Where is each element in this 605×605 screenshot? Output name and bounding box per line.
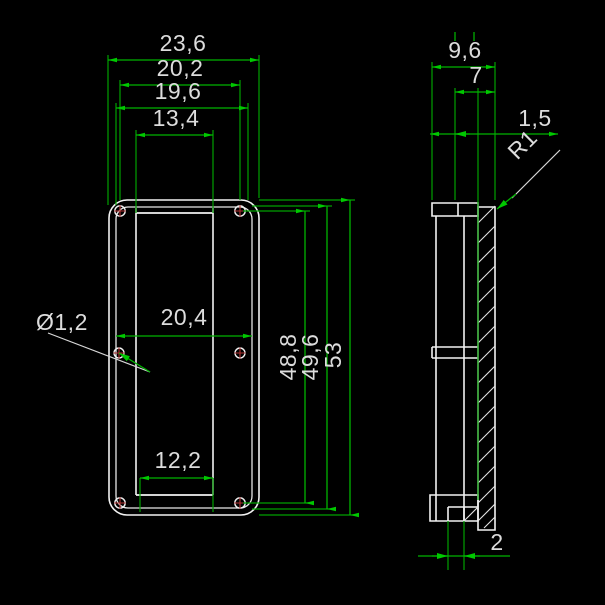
section-bottom-step: [447, 507, 465, 521]
dimtext-13-4: 13,4: [153, 105, 200, 131]
dimtext-7: 7: [469, 62, 482, 88]
dimtext-20-2: 20,2: [157, 55, 204, 81]
hole-diameter-callout: Ø1,2: [36, 309, 151, 373]
dimtext-2: 2: [490, 529, 503, 555]
radius-callout: R1: [496, 124, 561, 210]
mounting-hole-top-left: [114, 205, 126, 217]
dimtext-49-6: 49,6: [297, 334, 323, 381]
dimtext-20-4: 20,4: [161, 304, 208, 330]
section-middle-rib: [431, 346, 478, 359]
dimtext-9-6: 9,6: [448, 37, 481, 63]
front-right-dimensions: 48,8 49,6 53: [243, 197, 359, 518]
dimtext-23-6: 23,6: [160, 30, 207, 56]
mounting-hole-middle-right: [234, 347, 246, 359]
radius-leader-arrow: [496, 193, 517, 210]
front-top-dimensions: 23,6 20,2 19,6 13,4: [107, 30, 260, 213]
dimtext-53: 53: [320, 342, 346, 369]
dimtext-48-8: 48,8: [275, 334, 301, 381]
diameter-leader-arrow: [118, 352, 151, 373]
outer-contour: [108, 199, 260, 516]
front-bottom-dimension: 12,2: [139, 447, 214, 512]
section-bottom-rib: [429, 494, 479, 522]
dimtext-12-2: 12,2: [155, 447, 202, 473]
dimtext-1-5: 1,5: [518, 105, 551, 131]
section-hatching: [463, 205, 496, 529]
dimtext-19-6: 19,6: [155, 78, 202, 104]
section-bottom-dimension: 2: [418, 521, 510, 570]
radius-leader-line: [511, 149, 561, 199]
dimtext-diameter-1-2: Ø1,2: [36, 309, 88, 335]
front-middle-dimension: 20,4: [116, 304, 252, 339]
diameter-leader-line: [47, 332, 151, 373]
section-top-flange: [431, 202, 479, 217]
mounting-hole-bottom-left: [114, 497, 126, 509]
section-top-dimensions: 9,6 7 1,5: [430, 32, 558, 500]
section-view-geometry: [429, 202, 496, 531]
